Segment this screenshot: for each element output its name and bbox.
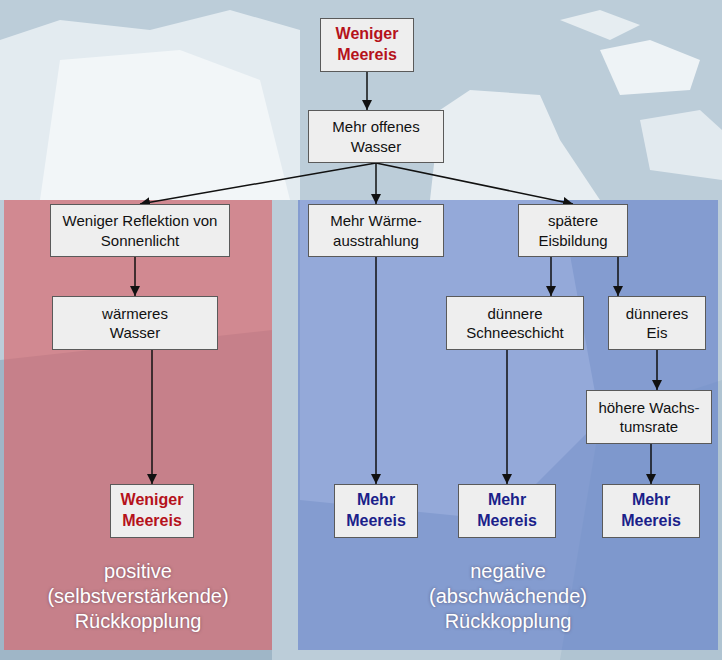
- box-text: dünneres Eis: [621, 304, 693, 343]
- box-text: Mehr Meereis: [472, 490, 542, 532]
- box-text: wärmeres Wasser: [90, 304, 180, 343]
- process-box: dünnere Schneeschicht: [446, 296, 584, 350]
- band-label: negative (abschwächende) Rückkopplung: [418, 559, 598, 634]
- process-box: spätere Eisbildung: [518, 204, 628, 257]
- process-box: Mehr Wärme- ausstrahlung: [308, 204, 444, 257]
- box-text: Mehr Wärme- ausstrahlung: [317, 211, 435, 250]
- box-text: höhere Wachs- tumsrate: [595, 398, 703, 437]
- process-box: Weniger Reflektion von Sonnenlicht: [50, 204, 230, 257]
- process-box: Mehr offenes Wasser: [308, 110, 444, 163]
- process-box: Mehr Meereis: [458, 484, 556, 538]
- process-box: Mehr Meereis: [334, 484, 418, 538]
- process-box: wärmeres Wasser: [52, 296, 218, 350]
- box-text: Mehr Meereis: [616, 490, 686, 532]
- band-label: positive (selbstverstärkende) Rückkopplu…: [33, 559, 243, 634]
- feedback-band: negative (abschwächende) RückkopplungMeh…: [298, 200, 718, 650]
- process-box: höhere Wachs- tumsrate: [586, 390, 712, 444]
- box-text: dünnere Schneeschicht: [455, 304, 575, 343]
- box-text: Weniger Meereis: [329, 24, 405, 66]
- box-text: Mehr Meereis: [343, 490, 409, 532]
- box-text: spätere Eisbildung: [527, 211, 619, 250]
- arrow-connector: [376, 163, 573, 204]
- arrow-connector: [375, 163, 377, 204]
- process-box: dünneres Eis: [608, 296, 706, 350]
- process-box: Mehr Meereis: [602, 484, 700, 538]
- box-text: Weniger Reflektion von Sonnenlicht: [60, 211, 220, 250]
- arrow-connector: [366, 72, 368, 110]
- arrow-connector: [140, 163, 376, 204]
- feedback-band: positive (selbstverstärkende) Rückkopplu…: [4, 200, 272, 650]
- process-box: Weniger Meereis: [320, 18, 414, 72]
- box-text: Weniger Meereis: [119, 490, 185, 532]
- box-text: Mehr offenes Wasser: [321, 117, 431, 156]
- process-box: Weniger Meereis: [110, 484, 194, 538]
